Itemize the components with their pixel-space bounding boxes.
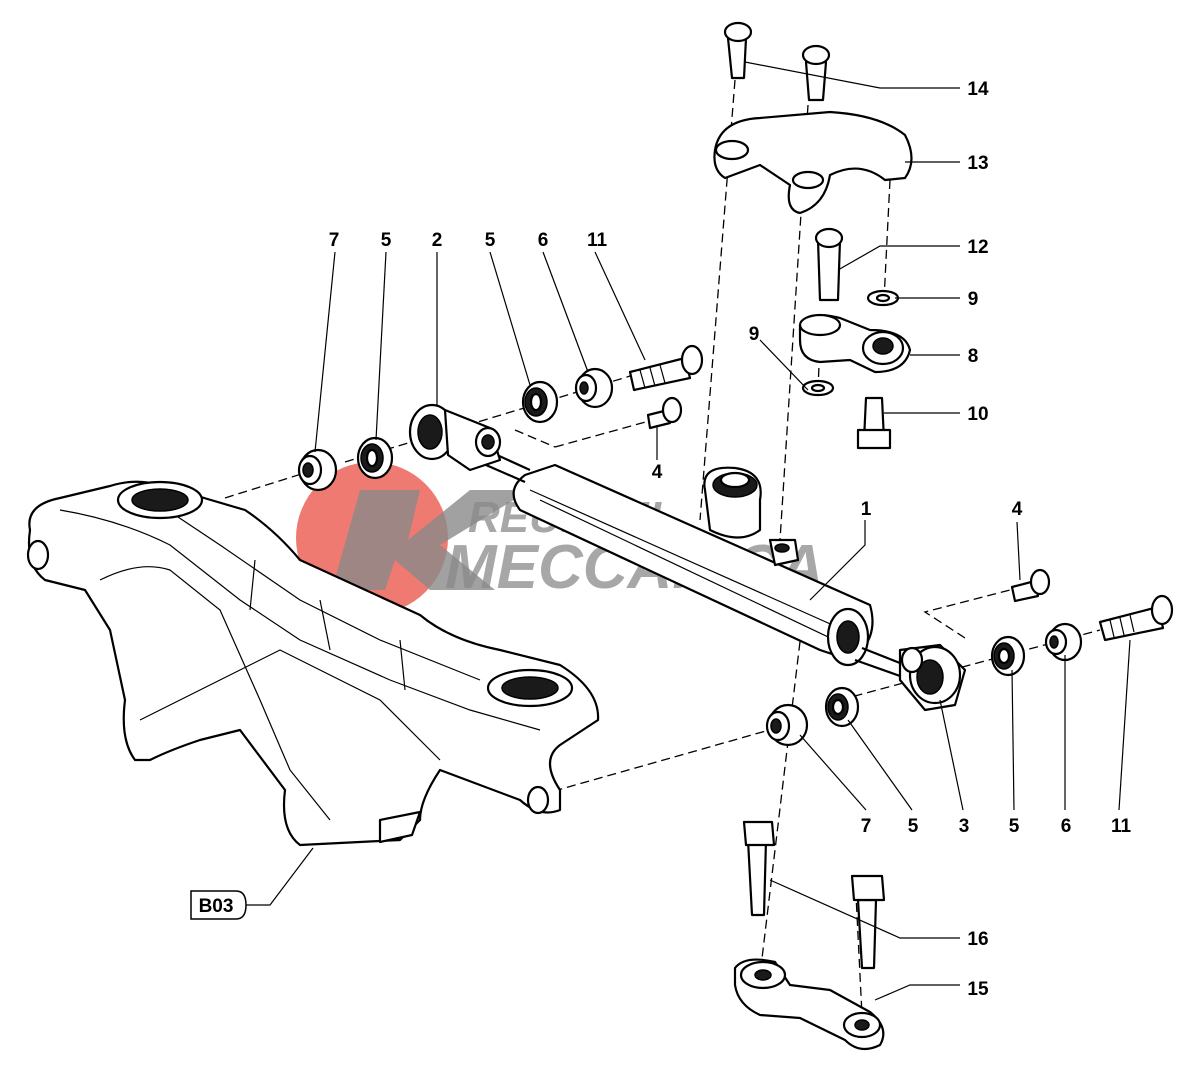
leader-lines: [243, 61, 1131, 1001]
top-hardware: [713, 21, 913, 450]
callout-labels: 7 5 2 5 6 11 4 14 13 12 9 9 8 10 1 4 7 5…: [329, 79, 1132, 1000]
callout-5-left-b: 5: [485, 230, 496, 251]
callout-13: 13: [967, 153, 988, 174]
callout-7-right: 7: [861, 816, 872, 837]
left-hardware: [297, 344, 704, 492]
callout-9-left: 9: [749, 324, 760, 345]
callout-5-left-a: 5: [381, 230, 392, 251]
reference-badge[interactable]: B03: [190, 890, 247, 920]
callout-6-right: 6: [1061, 816, 1072, 837]
callout-2: 2: [432, 230, 443, 251]
callout-16: 16: [967, 929, 988, 950]
rod-end-left: [408, 403, 502, 472]
callout-7-left: 7: [329, 230, 340, 251]
callout-12: 12: [967, 237, 988, 258]
callout-4-left: 4: [652, 462, 663, 483]
callout-15: 15: [967, 979, 989, 1000]
callout-3: 3: [959, 816, 970, 837]
subframe: [26, 480, 600, 847]
callout-10: 10: [967, 404, 988, 425]
callout-14: 14: [967, 79, 989, 100]
callout-4-right: 4: [1012, 499, 1023, 520]
reference-badge-label: B03: [199, 896, 234, 917]
callout-11-left: 11: [587, 230, 608, 251]
watermark-k-logo: [332, 490, 530, 590]
callout-5-right-b: 5: [1009, 816, 1020, 837]
callout-5-right-a: 5: [908, 816, 919, 837]
callout-6-left: 6: [538, 230, 549, 251]
rod-end-right: [898, 643, 967, 712]
right-hardware: [765, 568, 1174, 747]
callout-11-right: 11: [1111, 816, 1132, 837]
callout-9-right: 9: [968, 289, 979, 310]
callout-1: 1: [861, 499, 872, 520]
callout-8: 8: [968, 346, 979, 367]
bottom-hardware: [733, 820, 886, 1051]
